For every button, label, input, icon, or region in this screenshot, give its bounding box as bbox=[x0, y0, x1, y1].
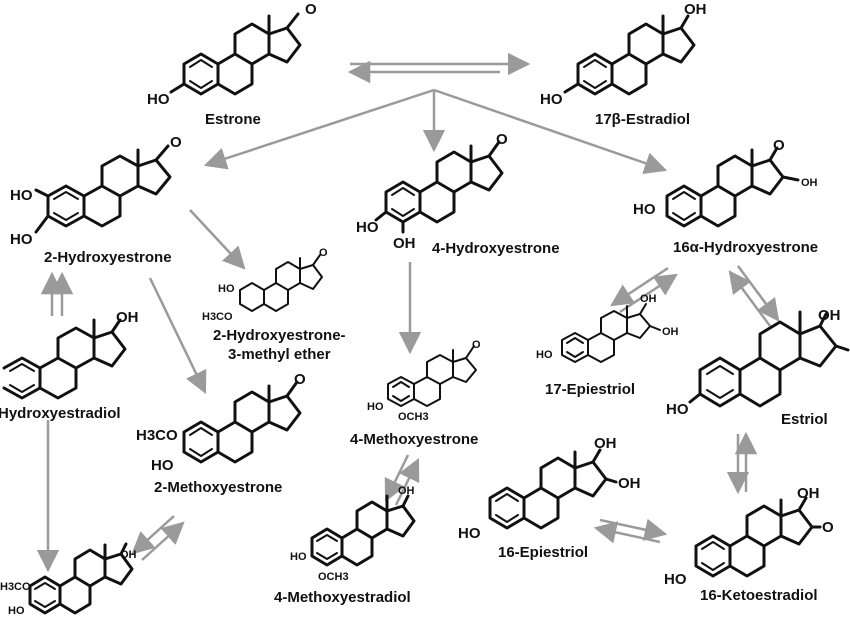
4oh-estrone-oh: OH bbox=[393, 235, 416, 252]
4-methoxyestradiol-name: 4-Methoxyestradiol bbox=[274, 589, 411, 606]
2-hydroxyestradiol-structure: OH Hydroxyestradiol bbox=[0, 309, 139, 422]
arrow-from-17-epiestriol bbox=[619, 273, 678, 314]
estrone-ho-label: HO bbox=[147, 91, 170, 108]
2meo-estrone-ho: HO bbox=[151, 457, 174, 474]
16-epiestriol-structure: OH OH HO 16-Epiestriol bbox=[458, 435, 641, 561]
16-ketoestradiol-name: 16-Ketoestradiol bbox=[700, 587, 818, 604]
estrone-structure: O HO Estrone bbox=[147, 1, 317, 128]
4oh-estrone-oxo: O bbox=[496, 131, 508, 148]
2-methoxyestradiol-structure: OH H3CO HO bbox=[0, 542, 137, 617]
estradiol-oh-label: OH bbox=[684, 1, 707, 18]
16a-oh: OH bbox=[801, 177, 818, 189]
4-hydroxyestrone-structure: O HO OH 4-Hydroxyestrone bbox=[356, 131, 560, 257]
16a-hydroxyestrone-name: 16α-Hydroxyestrone bbox=[673, 239, 818, 256]
16-epiestriol-name: 16-Epiestriol bbox=[498, 544, 588, 561]
4meo-estradiol-oh: OH bbox=[398, 485, 415, 497]
arrow-to-16a-hydroxyestrone bbox=[433, 88, 668, 175]
16keto-oh: OH bbox=[797, 485, 820, 502]
arrow-from-estriol bbox=[728, 270, 772, 327]
2meo-estradiol-h3co: H3CO bbox=[0, 581, 31, 593]
arrow-2meo-up bbox=[141, 521, 185, 561]
2meo-estradiol-ho: HO bbox=[8, 605, 25, 617]
4-methoxyestrone-name: 4-Methoxyestrone bbox=[350, 431, 478, 448]
2-hydroxyestrone-structure: O HO HO 2-Hydroxyestrone bbox=[10, 134, 182, 266]
4meo-estradiol-ho: HO bbox=[290, 551, 307, 563]
2-methoxyestrone-structure: O H3CO HO 2-Methoxyestrone bbox=[136, 371, 306, 496]
4-methoxyestradiol-structure: OH HO OCH3 4-Methoxyestradiol bbox=[274, 485, 416, 606]
17epi-oh-top: OH bbox=[640, 293, 657, 305]
methyl-ether-oxo: O bbox=[319, 247, 328, 259]
2-hydroxyestrone-name: 2-Hydroxyestrone bbox=[44, 249, 172, 266]
estriol-oh: OH bbox=[818, 307, 841, 324]
estriol-name: Estriol bbox=[781, 411, 828, 428]
estrone-oxo-label: O bbox=[305, 1, 317, 18]
arrow-2meo-down bbox=[131, 515, 175, 555]
estradiol-structure: OH HO 17β-Estradiol bbox=[540, 1, 707, 128]
4meo-estradiol-och3: OCH3 bbox=[318, 571, 349, 583]
17epi-ho: HO bbox=[536, 349, 553, 361]
4meo-estrone-och3: OCH3 bbox=[398, 411, 429, 423]
16a-hydroxyestrone-structure: O OH HO 16α-Hydroxyestrone bbox=[633, 137, 818, 256]
arrow-4meo-up bbox=[394, 457, 420, 506]
4oh-estrone-ho: HO bbox=[356, 219, 379, 236]
17epi-oh-right: OH bbox=[662, 326, 679, 338]
arrow-to-2-methoxyestrone bbox=[148, 277, 207, 395]
16a-ho: HO bbox=[633, 201, 656, 218]
17-epiestriol-name: 17-Epiestriol bbox=[545, 381, 635, 398]
estriol-structure: OH HO Estriol bbox=[666, 307, 850, 428]
16-ketoestradiol-structure: OH O HO 16-Ketoestradiol bbox=[664, 485, 834, 604]
2-methoxyestrone-name: 2-Methoxyestrone bbox=[154, 479, 282, 496]
arrow-to-methyl-ether bbox=[189, 209, 246, 270]
16epi-oh-top: OH bbox=[594, 435, 617, 452]
4meo-estrone-ho: HO bbox=[367, 401, 384, 413]
2oh-estrone-ho-bottom: HO bbox=[10, 231, 33, 248]
estradiol-ho-label: HO bbox=[540, 91, 563, 108]
2meo-estradiol-oh: OH bbox=[120, 549, 137, 561]
4-hydroxyestrone-name: 4-Hydroxyestrone bbox=[432, 240, 560, 257]
reaction-arrows bbox=[36, 52, 780, 573]
estradiol-name: 17β-Estradiol bbox=[595, 111, 690, 128]
16epi-ho: HO bbox=[458, 525, 481, 542]
16a-oxo: O bbox=[773, 137, 785, 154]
2oh-estrone-ho-top: HO bbox=[10, 187, 33, 204]
estriol-ho: HO bbox=[666, 401, 689, 418]
17-epiestriol-structure: OH OH HO 17-Epiestriol bbox=[536, 293, 679, 398]
estrone-name: Estrone bbox=[205, 111, 261, 128]
2oh-estrone-oxo: O bbox=[170, 134, 182, 151]
16keto-oxo: O bbox=[822, 519, 834, 536]
16epi-oh-right: OH bbox=[618, 475, 641, 492]
16keto-ho: HO bbox=[664, 571, 687, 588]
methyl-ether-ho: HO bbox=[218, 283, 235, 295]
methyl-ether-name-line1: 2-Hydroxyestrone- bbox=[213, 327, 346, 344]
2meo-estrone-h3co: H3CO bbox=[136, 427, 178, 444]
methyl-ether-name-line2: 3-methyl ether bbox=[228, 346, 331, 363]
arrow-from-16-keto-to-16epi bbox=[593, 521, 661, 544]
arrow-to-2-hydroxyestrone bbox=[203, 88, 435, 170]
2-hydroxyestradiol-name: Hydroxyestradiol bbox=[0, 405, 121, 422]
methyl-ether-h3co: H3CO bbox=[202, 311, 233, 323]
methyl-ether-structure: O HO H3CO 2-Hydroxyestrone- 3-methyl eth… bbox=[202, 247, 346, 363]
2oh-estradiol-oh: OH bbox=[116, 309, 139, 326]
4-methoxyestrone-structure: O HO OCH3 4-Methoxyestrone bbox=[350, 339, 481, 448]
2meo-estrone-oxo: O bbox=[294, 371, 306, 388]
4meo-estrone-oxo: O bbox=[472, 339, 481, 351]
